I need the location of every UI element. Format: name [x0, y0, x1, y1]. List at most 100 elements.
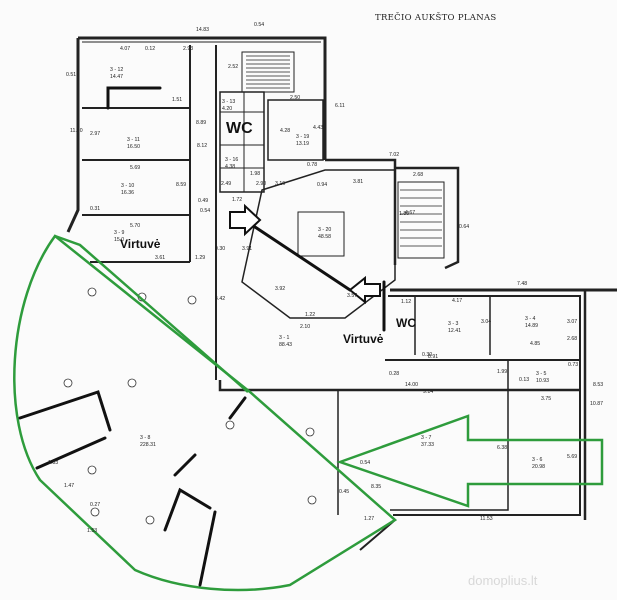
dimension-label: 1.83 — [48, 460, 58, 466]
room-id: 3 - 4 — [525, 316, 535, 322]
room-area: 4.20 — [222, 106, 232, 112]
room-area: 20.98 — [532, 464, 545, 470]
dimension-label: 0.45 — [339, 489, 349, 495]
room-id: 3 - 20 — [318, 227, 331, 233]
wc-label-right: WC — [396, 316, 416, 330]
room-area: 88.43 — [279, 342, 292, 348]
dimension-label: 4.42 — [215, 296, 225, 302]
room-area: 14.89 — [525, 323, 538, 329]
room-id: 3 - 8 — [140, 435, 150, 441]
dimension-label: 1.27 — [364, 516, 374, 522]
walls — [66, 36, 617, 551]
room-id: 3 - 12 — [110, 67, 123, 73]
dimension-label: 2.50 — [290, 95, 300, 101]
dimension-label: 0.78 — [307, 162, 317, 168]
dimension-label: 0.31 — [90, 206, 100, 212]
dimension-label: 7.02 — [389, 152, 399, 158]
room-id: 3 - 7 — [421, 435, 431, 441]
dimension-label: 0.54 — [360, 460, 370, 466]
room-area: 37.33 — [421, 442, 434, 448]
dimension-label: 2.52 — [228, 64, 238, 70]
room-labels: 3 - 12 14.47 3 - 11 16.50 3 - 10 16.36 3… — [110, 67, 549, 470]
room-id: 3 - 1 — [279, 335, 289, 341]
marker-lines — [18, 86, 386, 587]
dimension-label: 0.28 — [389, 371, 399, 377]
room-area: 12.41 — [448, 328, 461, 334]
room-area: 228.31 — [140, 442, 156, 448]
virtuve-label-left: Virtuvė — [120, 237, 161, 251]
dimension-label: 9.14 — [423, 389, 433, 395]
dimension-label: 2.49 — [221, 181, 231, 187]
dimension-label: 4.28 — [280, 128, 290, 134]
dimension-label: 2.10 — [300, 324, 310, 330]
dimension-label: 5.69 — [567, 454, 577, 460]
dimension-label: 1.12 — [401, 299, 411, 305]
dimension-label: 3.61 — [155, 255, 165, 261]
dimension-label: 8.53 — [593, 382, 603, 388]
room-id: 3 - 19 — [296, 134, 309, 140]
dimension-label: 0.54 — [200, 208, 210, 214]
dimension-label: 14.00 — [405, 382, 418, 388]
dimension-label: 4.85 — [530, 341, 540, 347]
dimension-label: 2.90 — [256, 181, 266, 187]
dimension-label: 2.68 — [567, 336, 577, 342]
dimension-label: 8.59 — [176, 182, 186, 188]
dimension-label: 1.29 — [195, 255, 205, 261]
room-area: 14.47 — [110, 74, 123, 80]
dimension-label: 0.51 — [66, 72, 76, 78]
room-id: 3 - 13 — [222, 99, 235, 105]
dimension-label: 10.87 — [590, 401, 603, 407]
dimension-label: 0.30 — [422, 352, 432, 358]
dimension-label: 11.00 — [70, 128, 83, 134]
dimension-label: 0.13 — [519, 377, 529, 383]
direction-arrows — [229, 203, 381, 305]
dimension-label: 0.27 — [90, 502, 100, 508]
dimension-label: 8.12 — [197, 143, 207, 149]
dimension-label: 3.91 — [242, 246, 252, 252]
dimension-label: 3.75 — [541, 396, 551, 402]
dimension-label: 1.72 — [232, 197, 242, 203]
room-id: 3 - 5 — [536, 371, 546, 377]
virtuve-label-right: Virtuvė — [343, 332, 384, 346]
dimension-label: 8.35 — [371, 484, 381, 490]
room-area: 4.38 — [225, 164, 235, 170]
dimension-label: 0.30 — [215, 246, 225, 252]
dimension-label: 3.81 — [353, 179, 363, 185]
dimension-label: 8.91 — [428, 354, 438, 360]
room-id: 3 - 11 — [127, 137, 140, 143]
room-id: 3 - 10 — [121, 183, 134, 189]
room-area: 48.58 — [318, 234, 331, 240]
dimension-label: 2.68 — [413, 172, 423, 178]
dimension-label: 1.47 — [64, 483, 74, 489]
dimension-label: 3.92 — [275, 286, 285, 292]
dimension-label: 3.16 — [275, 181, 285, 187]
dimension-label: 2.93 — [183, 46, 193, 52]
dimension-label: 1.51 — [172, 97, 182, 103]
dimension-label: 14.83 — [196, 27, 209, 33]
dimension-label: 1.80 — [399, 211, 409, 217]
dimension-label: 4.07 — [120, 46, 130, 52]
room-id: 3 - 9 — [114, 230, 124, 236]
room-area: 10.93 — [536, 378, 549, 384]
room-id: 3 - 6 — [532, 457, 542, 463]
dimension-label: 11.53 — [480, 516, 493, 522]
room-id: 3 - 16 — [225, 157, 238, 163]
dimension-label: 1.99 — [497, 369, 507, 375]
dimension-label: 8.89 — [196, 120, 206, 126]
dimension-label: 1.53 — [87, 528, 97, 534]
columns — [63, 287, 317, 525]
room-area: 13.19 — [296, 141, 309, 147]
highlight-outlines — [13, 234, 604, 592]
wc-label-top: WC — [226, 120, 253, 137]
dimension-label: 4.17 — [452, 298, 462, 304]
dimension-label: 6.38 — [497, 445, 507, 451]
room-area: 16.36 — [121, 190, 134, 196]
room-id: 3 - 3 — [448, 321, 458, 327]
dimension-label: 5.70 — [130, 223, 140, 229]
dimension-label: 3.57 — [347, 293, 357, 299]
dimension-label: 2.97 — [90, 131, 100, 137]
dimension-label: 0.54 — [254, 22, 264, 28]
